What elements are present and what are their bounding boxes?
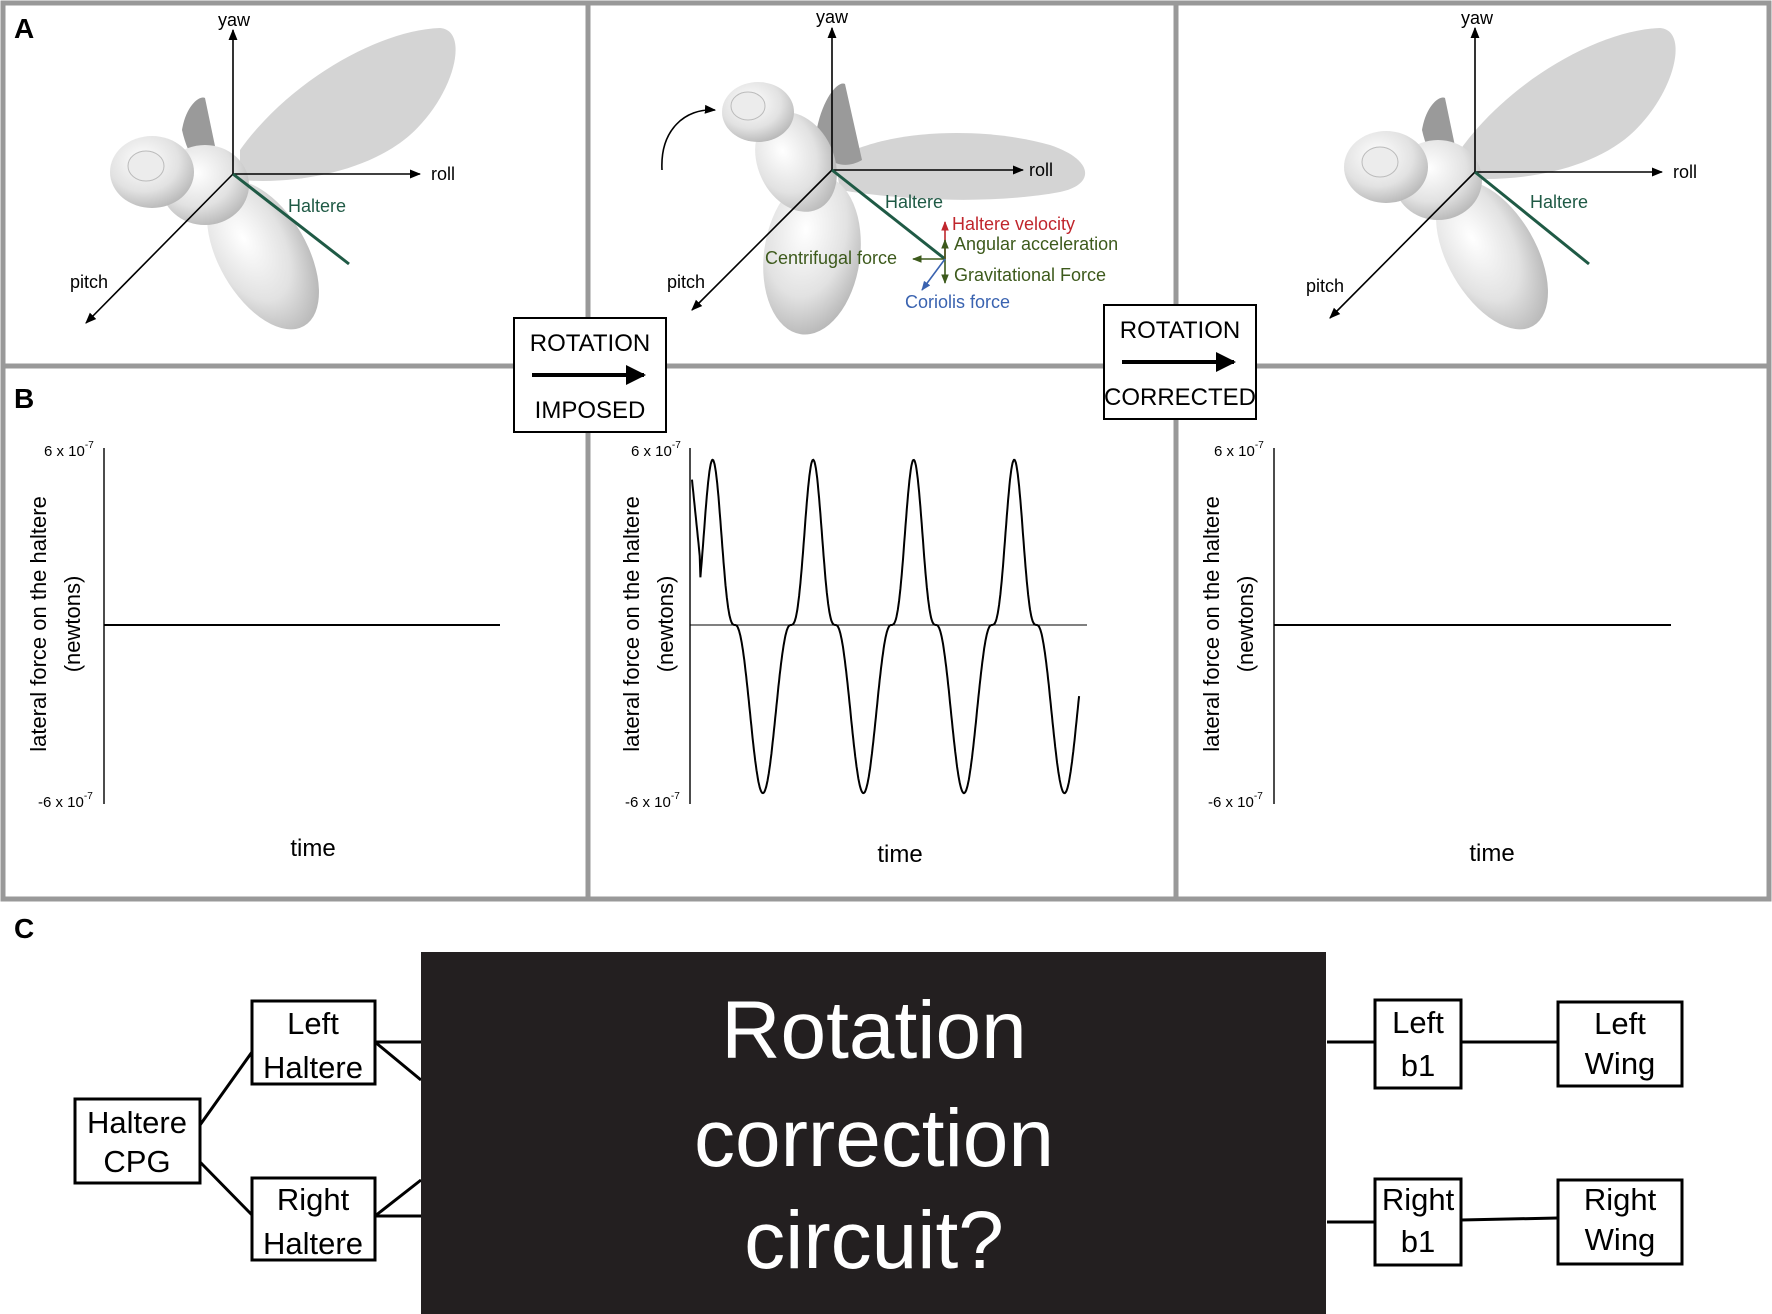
haltere-label-3: Haltere bbox=[1530, 192, 1588, 212]
plot-1-ytick-top: 6 x 10-7 bbox=[44, 440, 94, 460]
pitch-label-2: pitch bbox=[667, 272, 705, 292]
plot-3-ylabel: lateral force on the haltere(newtons) bbox=[1199, 496, 1258, 752]
plot-1: 6 x 10-7 -6 x 10-7 lateral force on the … bbox=[26, 440, 500, 862]
plot-2-ytick-bottom: -6 x 10-7 bbox=[625, 791, 680, 811]
pitch-label-1: pitch bbox=[70, 272, 108, 292]
node-left-haltere: Left Haltere bbox=[250, 999, 377, 1086]
gravitational-force-label: Gravitational Force bbox=[954, 265, 1106, 285]
rotation-imposed-top: ROTATION bbox=[530, 330, 650, 357]
node-left-wing: Left Wing bbox=[1556, 1000, 1684, 1088]
node-right-b1: Right b1 bbox=[1373, 1177, 1463, 1267]
yaw-label-1: yaw bbox=[218, 10, 251, 30]
plot-1-xlabel: time bbox=[290, 835, 335, 862]
roll-label-2: roll bbox=[1029, 160, 1053, 180]
svg-text:Right: Right bbox=[1584, 1182, 1657, 1217]
roll-label-1: roll bbox=[431, 164, 455, 184]
node-right-wing: Right Wing bbox=[1556, 1178, 1684, 1266]
circuit-title-line-3: circuit? bbox=[744, 1195, 1004, 1286]
svg-text:b1: b1 bbox=[1401, 1048, 1435, 1083]
panel-label-a: A bbox=[14, 13, 34, 44]
plot-2-ytick-top: 6 x 10-7 bbox=[631, 440, 681, 460]
node-haltere-cpg: Haltere CPG bbox=[73, 1097, 202, 1185]
svg-text:b1: b1 bbox=[1401, 1224, 1435, 1259]
circuit-title-line-1: Rotation bbox=[721, 985, 1026, 1076]
axes-3 bbox=[1329, 26, 1664, 319]
svg-text:Left: Left bbox=[1594, 1006, 1646, 1041]
yaw-label-2: yaw bbox=[816, 7, 849, 27]
coriolis-force-label: Coriolis force bbox=[905, 292, 1010, 312]
plot-1-ytick-bottom: -6 x 10-7 bbox=[38, 791, 93, 811]
angular-acceleration-label: Angular acceleration bbox=[954, 234, 1118, 254]
axes-2 bbox=[691, 26, 1025, 311]
plot-3: 6 x 10-7 -6 x 10-7 lateral force on the … bbox=[1199, 440, 1671, 867]
svg-text:Wing: Wing bbox=[1585, 1222, 1656, 1257]
svg-text:Right: Right bbox=[277, 1182, 350, 1217]
haltere-label-2: Haltere bbox=[885, 192, 943, 212]
svg-text:Haltere: Haltere bbox=[87, 1105, 187, 1140]
rotation-correction-circuit-box bbox=[421, 952, 1326, 1314]
rotation-imposed-box: ROTATION IMPOSED bbox=[513, 317, 667, 433]
svg-text:Left: Left bbox=[1392, 1005, 1444, 1040]
fly-illustration-1 bbox=[110, 28, 456, 330]
plot-2: 6 x 10-7 -6 x 10-7 lateral force on the … bbox=[619, 440, 1087, 868]
node-left-b1: Left b1 bbox=[1373, 998, 1463, 1090]
rotation-corrected-bottom: CORRECTED bbox=[1104, 384, 1256, 411]
svg-text:Left: Left bbox=[287, 1006, 339, 1041]
plot-3-xlabel: time bbox=[1469, 840, 1514, 867]
node-right-haltere: Right Haltere bbox=[250, 1176, 377, 1262]
plot-2-ylabel: lateral force on the haltere(newtons) bbox=[619, 496, 678, 752]
plot-3-ytick-bottom: -6 x 10-7 bbox=[1208, 791, 1263, 811]
circuit-connectors bbox=[198, 1040, 1559, 1224]
pitch-label-3: pitch bbox=[1306, 276, 1344, 296]
svg-text:CPG: CPG bbox=[103, 1144, 170, 1179]
panel-label-b: B bbox=[14, 383, 34, 414]
svg-text:Wing: Wing bbox=[1585, 1046, 1656, 1081]
plot-2-xlabel: time bbox=[877, 841, 922, 868]
haltere-velocity-label: Haltere velocity bbox=[952, 214, 1075, 234]
force-vectors bbox=[912, 221, 949, 291]
plot-1-ylabel: lateral force on the haltere(newtons) bbox=[26, 496, 85, 752]
haltere-3 bbox=[1474, 170, 1590, 266]
svg-text:Haltere: Haltere bbox=[263, 1050, 363, 1085]
roll-label-3: roll bbox=[1673, 162, 1697, 182]
yaw-label-3: yaw bbox=[1461, 8, 1494, 28]
panel-frames bbox=[0, 0, 1772, 902]
plot-2-series bbox=[691, 458, 1081, 795]
fly-illustration-3 bbox=[1344, 28, 1676, 330]
haltere-1 bbox=[232, 172, 350, 266]
rotation-corrected-box: ROTATION CORRECTED bbox=[1103, 304, 1257, 420]
rotation-corrected-top: ROTATION bbox=[1120, 317, 1240, 344]
panel-label-c: C bbox=[14, 913, 34, 944]
fly-illustration-2 bbox=[661, 82, 1086, 335]
plot-3-ytick-top: 6 x 10-7 bbox=[1214, 440, 1264, 460]
circuit-title-line-2: correction bbox=[694, 1093, 1054, 1184]
haltere-2 bbox=[831, 168, 946, 261]
svg-text:Right: Right bbox=[1382, 1182, 1455, 1217]
haltere-label-1: Haltere bbox=[288, 196, 346, 216]
centrifugal-force-label: Centrifugal force bbox=[765, 248, 897, 268]
axes-1 bbox=[85, 28, 422, 324]
rotation-imposed-bottom: IMPOSED bbox=[535, 397, 646, 424]
svg-text:Haltere: Haltere bbox=[263, 1226, 363, 1261]
